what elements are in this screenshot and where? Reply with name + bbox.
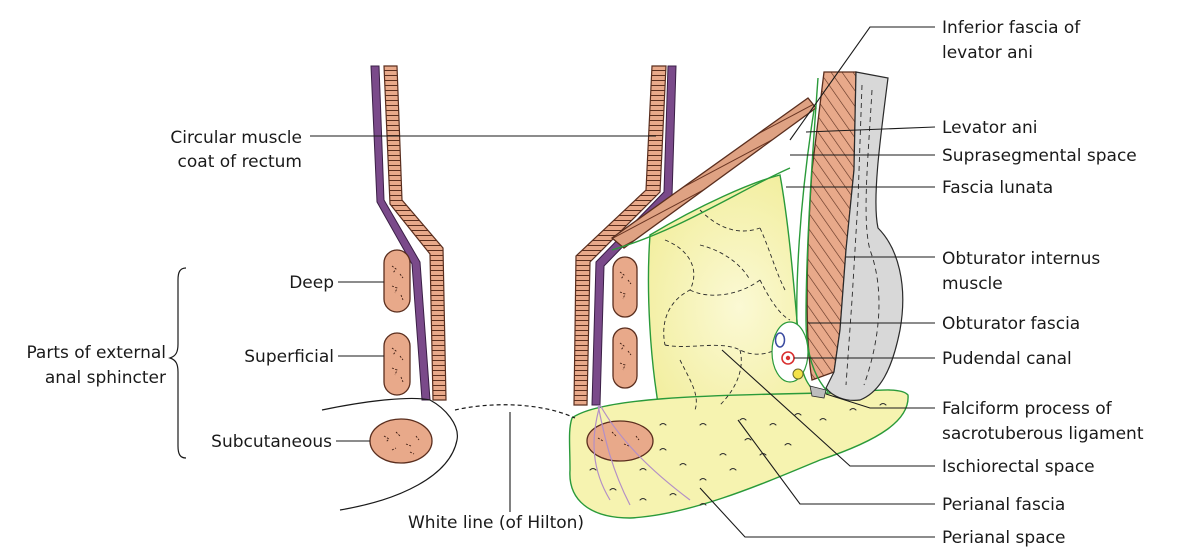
- label-obturator-internus-2: muscle: [942, 274, 1003, 294]
- label-levator-ani: Levator ani: [942, 118, 1037, 138]
- label-falciform-1: Falciform process of: [942, 399, 1113, 419]
- label-white-line: White line (of Hilton): [408, 513, 584, 533]
- label-perianal-space: Perianal space: [942, 528, 1065, 548]
- pudendal-vein: [776, 333, 785, 347]
- white-line-of-hilton: [455, 405, 575, 418]
- pudendal-nerve: [793, 369, 803, 379]
- label-parts-1: Parts of external: [26, 343, 166, 363]
- label-obturator-internus-1: Obturator internus: [942, 249, 1100, 269]
- pudendal-canal: [772, 322, 808, 382]
- label-ischiorectal: Ischiorectal space: [942, 457, 1095, 477]
- label-falciform-2: sacrotuberous ligament: [942, 424, 1144, 444]
- label-subcutaneous: Subcutaneous: [211, 432, 332, 452]
- label-pudendal-canal: Pudendal canal: [942, 349, 1072, 369]
- label-circular-muscle-1: Circular muscle: [170, 128, 302, 148]
- label-parts-2: anal sphincter: [45, 368, 166, 388]
- label-obturator-fascia: Obturator fascia: [942, 314, 1080, 334]
- right-subcutaneous-sphincter: [587, 421, 653, 461]
- label-inferior-fascia-1: Inferior fascia of: [942, 18, 1081, 38]
- leader-perianal-space: [700, 488, 935, 537]
- right-deep-sphincter: [613, 257, 637, 317]
- left-superficial-sphincter: [384, 333, 410, 395]
- label-perianal-fascia: Perianal fascia: [942, 495, 1065, 515]
- sphincter-brace: [170, 268, 186, 458]
- label-inferior-fascia-2: levator ani: [942, 43, 1033, 63]
- label-suprasegmental: Suprasegmental space: [942, 146, 1137, 166]
- left-deep-sphincter: [384, 250, 410, 312]
- left-subcutaneous-sphincter: [370, 419, 432, 463]
- right-superficial-sphincter: [613, 328, 637, 388]
- label-superficial: Superficial: [244, 347, 334, 367]
- label-circular-muscle-2: coat of rectum: [178, 152, 302, 172]
- label-deep: Deep: [289, 273, 334, 293]
- label-fascia-lunata: Fascia lunata: [942, 178, 1053, 198]
